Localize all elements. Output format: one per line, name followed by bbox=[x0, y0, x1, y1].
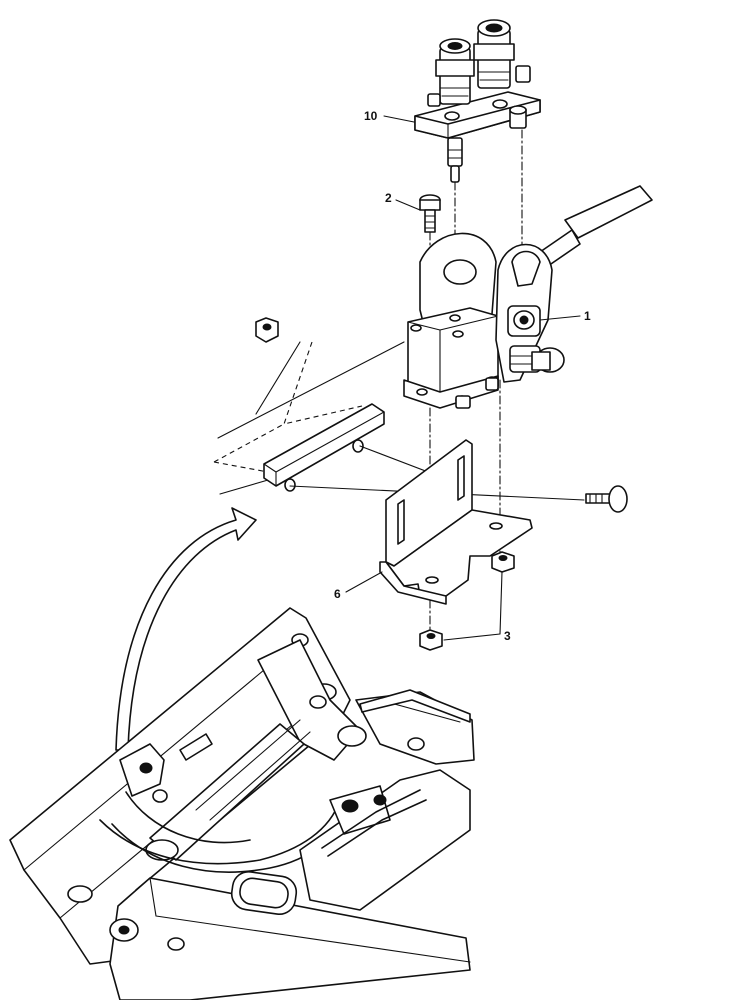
callout-10: 10 bbox=[364, 109, 378, 123]
nut-part-3-left bbox=[419, 629, 443, 651]
coupler-block-assembly bbox=[414, 19, 541, 183]
bolt-part-2 bbox=[419, 194, 441, 233]
callout-leaders bbox=[345, 115, 581, 641]
location-arrow bbox=[115, 507, 257, 751]
callout-3: 3 bbox=[504, 629, 511, 643]
nut-part-3-right bbox=[491, 551, 515, 573]
callout-1: 1 bbox=[584, 309, 591, 323]
spacer-plate bbox=[263, 403, 385, 492]
valve-assembly-part-1 bbox=[403, 185, 653, 409]
carriage-bolt bbox=[585, 485, 628, 513]
bracket-part-6 bbox=[379, 439, 533, 605]
callout-2: 2 bbox=[385, 191, 392, 205]
machine-frame-view bbox=[9, 607, 475, 1000]
nut-upper-left bbox=[255, 317, 279, 343]
callout-6: 6 bbox=[334, 587, 341, 601]
